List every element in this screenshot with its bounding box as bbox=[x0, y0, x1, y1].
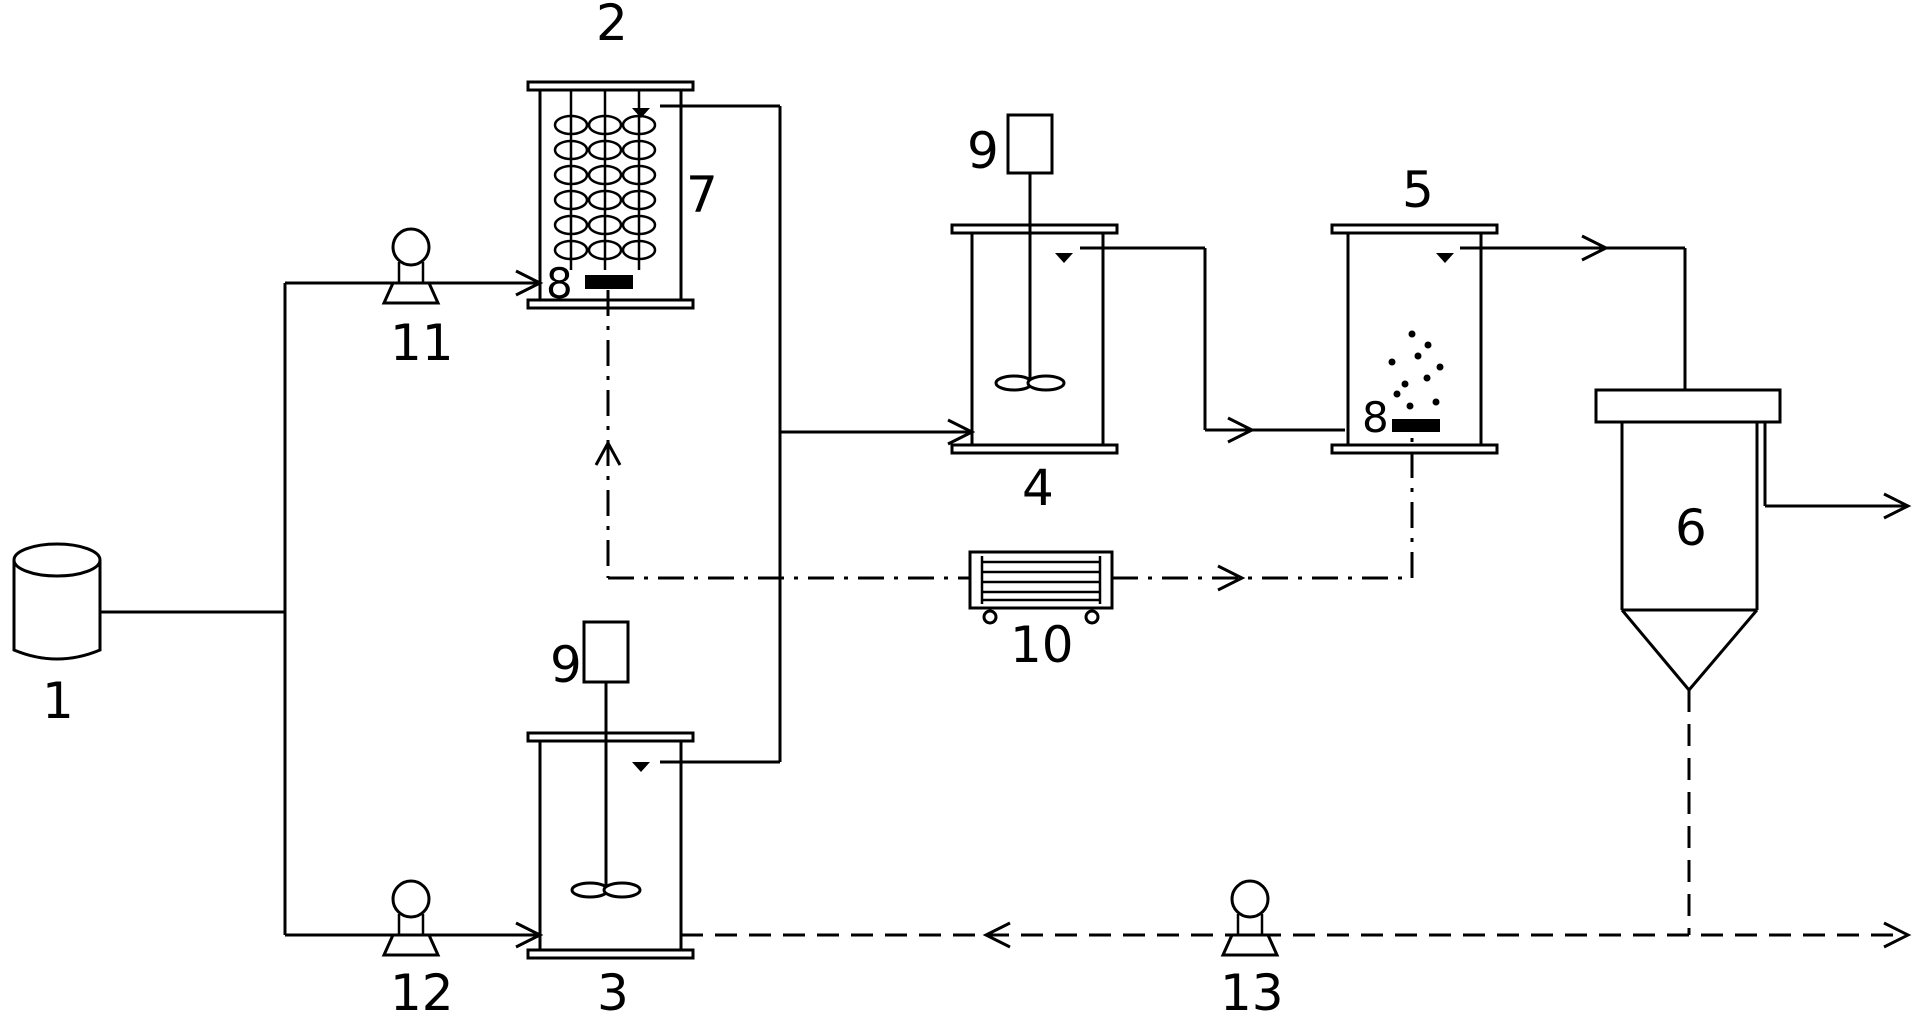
packing-element bbox=[587, 164, 623, 186]
motor-icon-upper bbox=[1006, 113, 1054, 175]
pump-11-icon: 11 bbox=[381, 227, 454, 372]
packing-element bbox=[553, 139, 589, 161]
packing-element bbox=[621, 239, 657, 261]
packing-element bbox=[553, 114, 589, 136]
feed-lines bbox=[100, 269, 544, 949]
reactor-outlets bbox=[660, 104, 976, 764]
motor-icon-lower bbox=[582, 620, 630, 684]
pump-13-icon: 13 bbox=[1220, 879, 1284, 1019]
settler-6-label: 6 bbox=[1675, 499, 1707, 557]
packing-element bbox=[621, 139, 657, 161]
packing-element bbox=[553, 189, 589, 211]
aeration-tank-5-label: 5 bbox=[1402, 161, 1434, 219]
air-bubbles bbox=[1388, 330, 1444, 410]
packing-element bbox=[587, 239, 623, 261]
packing-element bbox=[587, 214, 623, 236]
mixing-tank-4: 9 4 bbox=[950, 113, 1119, 517]
motor-9-label-lower: 9 bbox=[550, 636, 582, 694]
packing-element bbox=[587, 114, 623, 136]
line-5-to-6 bbox=[1460, 234, 1687, 390]
pump-12-icon: 12 bbox=[381, 879, 454, 1019]
feed-tank-label: 1 bbox=[42, 672, 74, 730]
pump-13-label: 13 bbox=[1220, 964, 1284, 1019]
reactor-2-label: 2 bbox=[596, 0, 628, 52]
sludge-recycle-line bbox=[681, 690, 1912, 949]
packing-element bbox=[621, 214, 657, 236]
packing-element bbox=[587, 139, 623, 161]
line-4-to-5 bbox=[1080, 246, 1345, 444]
reactor-2: 8 2 7 bbox=[526, 0, 718, 310]
packing-element bbox=[587, 189, 623, 211]
packing-element bbox=[553, 239, 589, 261]
media-packing-label: 7 bbox=[686, 166, 718, 224]
aeration-tank-5: 8 5 bbox=[1330, 161, 1499, 455]
packing-element bbox=[553, 164, 589, 186]
air-supply-lines bbox=[594, 290, 1414, 592]
pump-11-label: 11 bbox=[390, 314, 454, 372]
mixing-tank-4-label: 4 bbox=[1022, 459, 1054, 517]
blower-10-icon: 10 bbox=[968, 550, 1114, 674]
settler-6: 6 bbox=[1594, 388, 1912, 693]
packing-element bbox=[621, 114, 657, 136]
packing-element bbox=[553, 214, 589, 236]
reactor-3: 9 3 bbox=[526, 620, 695, 1019]
feed-tank: 1 bbox=[12, 542, 102, 730]
reactor-3-label: 3 bbox=[597, 964, 629, 1019]
packing-element bbox=[621, 189, 657, 211]
aerator-8-label-reactor: 8 bbox=[546, 259, 573, 308]
media-packing bbox=[553, 90, 657, 270]
blower-10-label: 10 bbox=[1010, 616, 1074, 674]
motor-9-label-upper: 9 bbox=[967, 122, 999, 180]
aerator-8-label-tank5: 8 bbox=[1362, 393, 1389, 442]
pump-12-label: 12 bbox=[390, 964, 454, 1019]
packing-element bbox=[621, 164, 657, 186]
